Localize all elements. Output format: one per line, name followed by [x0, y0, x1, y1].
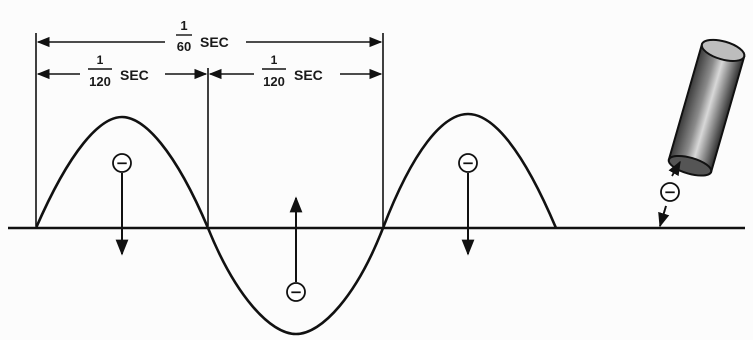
dimension-full-period: 1 60 SEC [36, 18, 383, 54]
half-period-1-numerator: 1 [97, 53, 104, 67]
half-period-1-unit: SEC [120, 67, 149, 83]
electron-3-sign: − [462, 154, 475, 172]
dimension-half-period-1: 1 120 SEC [36, 53, 208, 89]
half-period-2-numerator: 1 [271, 53, 278, 67]
full-period-numerator: 1 [180, 18, 187, 33]
electron-4-sign: − [664, 183, 677, 201]
half-period-2-denominator: 120 [263, 74, 285, 89]
electron-4: − [658, 162, 680, 228]
electron-1: − [112, 153, 132, 256]
full-period-unit: SEC [200, 34, 229, 50]
half-period-1-denominator: 120 [89, 74, 111, 89]
sine-wave [34, 112, 558, 336]
full-period-denominator: 60 [177, 39, 191, 54]
electron-2-sign: − [290, 283, 303, 301]
dimension-half-period-2: 1 120 SEC [208, 53, 383, 89]
half-period-2-unit: SEC [294, 67, 323, 83]
electron-1-sign: − [116, 154, 129, 172]
electron-3: − [458, 153, 478, 256]
electron-2: − [286, 196, 306, 302]
cylinder-icon [667, 38, 746, 177]
